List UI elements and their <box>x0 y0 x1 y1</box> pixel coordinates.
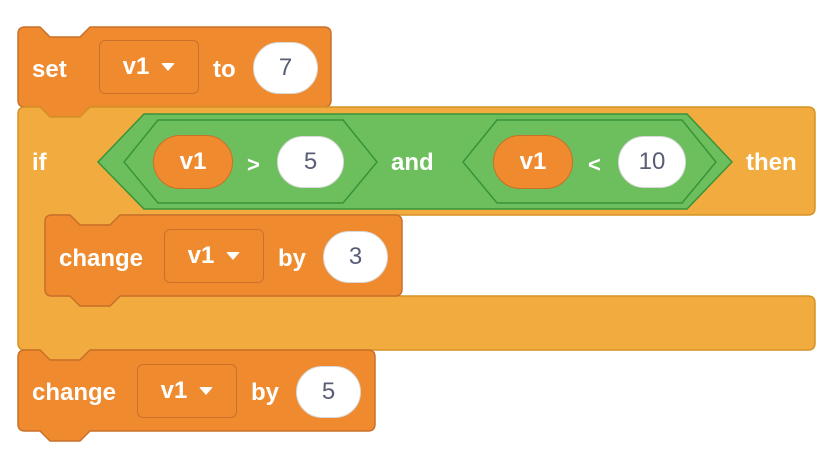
then-keyword: then <box>746 149 797 176</box>
v1-reporter-right[interactable]: v1 <box>493 135 573 189</box>
if-keyword: if <box>32 149 47 176</box>
greater-than-value-input[interactable]: 5 <box>277 136 344 188</box>
less-than-value-input[interactable]: 10 <box>618 136 686 188</box>
inner-change-keyword: change <box>59 245 144 272</box>
greater-than-symbol: > <box>247 152 260 177</box>
v1-reporter-left[interactable]: v1 <box>153 135 233 189</box>
and-keyword: and <box>391 149 434 176</box>
inner-change-by-keyword: by <box>278 245 307 272</box>
change-value-input[interactable]: 5 <box>296 366 361 418</box>
less-than-symbol: < <box>588 152 601 177</box>
set-value-input[interactable]: 7 <box>253 42 318 94</box>
set-variable-dropdown[interactable]: v1 <box>99 40 199 94</box>
change-by-keyword: by <box>251 379 280 406</box>
dropdown-caret-icon <box>226 252 241 260</box>
inner-change-value-input[interactable]: 3 <box>323 231 388 283</box>
change-variable-name: v1 <box>160 377 188 404</box>
inner-change-variable-dropdown[interactable]: v1 <box>164 229 264 283</box>
dropdown-caret-icon <box>161 63 176 71</box>
set-variable-name: v1 <box>122 53 150 80</box>
dropdown-caret-icon <box>199 387 214 395</box>
change-variable-dropdown[interactable]: v1 <box>137 364 237 418</box>
inner-change-variable-name: v1 <box>187 242 215 269</box>
change-keyword: change <box>32 379 117 406</box>
set-keyword: set <box>32 56 67 83</box>
set-to-keyword: to <box>213 56 236 83</box>
